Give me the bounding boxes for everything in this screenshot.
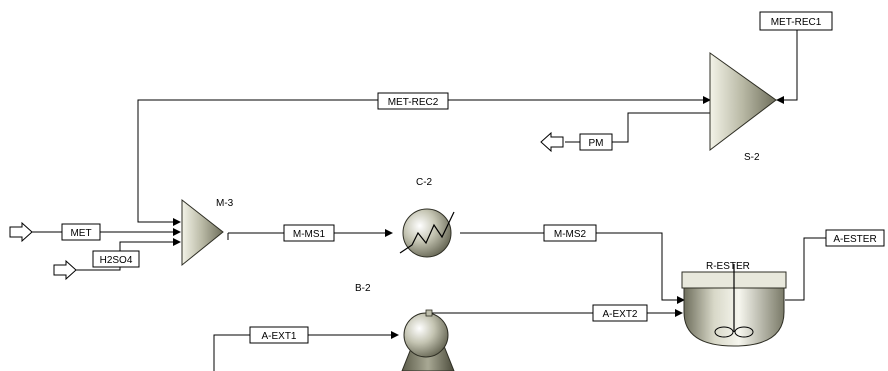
stream-label-a-ext1[interactable]: A-EXT1 [249,326,309,344]
product-arrow-pm-icon [540,131,564,153]
label-rester: R-ESTER [706,261,750,272]
stream-met-rec1[interactable] [776,30,798,104]
stream-m-ms2[interactable] [460,232,685,304]
arrowhead-icon [703,96,711,104]
stream-label-a-ext2[interactable]: A-EXT2 [592,304,648,322]
svg-text:MET-REC2: MET-REC2 [388,97,439,108]
heater-c2-icon[interactable] [399,208,455,258]
splitter-s2-icon[interactable] [709,52,777,152]
arrowhead-icon [675,309,683,317]
arrowhead-icon [173,238,181,246]
svg-text:MET: MET [70,228,91,239]
stream-label-pm[interactable]: PM [579,133,613,151]
feed-arrow-h2so4-icon [53,259,77,281]
stream-label-m-ms2[interactable]: M-MS2 [543,224,597,242]
arrowhead-icon [677,296,685,304]
arrowhead-icon [173,228,181,236]
label-b2: B-2 [355,283,371,294]
reactor-rester-icon[interactable] [681,264,787,347]
svg-text:MET-REC1: MET-REC1 [771,17,822,28]
mixer-m3-icon[interactable] [181,198,224,267]
stream-label-met[interactable]: MET [61,223,101,241]
feed-arrow-met-icon [9,221,33,243]
svg-text:M-MS2: M-MS2 [554,229,587,240]
stream-a-ext1[interactable] [213,331,399,371]
svg-text:PM: PM [589,138,604,149]
stream-label-met-rec2[interactable]: MET-REC2 [377,92,449,110]
arrowhead-icon [776,96,784,104]
arrowhead-icon [385,229,393,237]
stream-label-met-rec1[interactable]: MET-REC1 [759,11,833,31]
svg-text:A-ESTER: A-ESTER [833,234,876,245]
stream-a-ester[interactable] [785,237,826,301]
arrowhead-icon [391,331,399,339]
label-s2: S-2 [744,152,760,163]
stream-label-m-ms1[interactable]: M-MS1 [283,224,335,242]
stream-label-h2so4[interactable]: H2SO4 [92,250,140,268]
svg-text:A-EXT2: A-EXT2 [602,309,637,320]
svg-text:A-EXT1: A-EXT1 [261,331,296,342]
label-c2: C-2 [416,177,433,188]
stream-label-a-ester[interactable]: A-ESTER [825,229,885,247]
pump-b2-icon[interactable] [401,309,455,371]
label-m3: M-3 [216,198,234,209]
svg-text:H2SO4: H2SO4 [100,255,133,266]
svg-text:M-MS1: M-MS1 [293,229,326,240]
stream-met[interactable] [32,228,181,236]
arrowhead-icon [173,218,181,226]
